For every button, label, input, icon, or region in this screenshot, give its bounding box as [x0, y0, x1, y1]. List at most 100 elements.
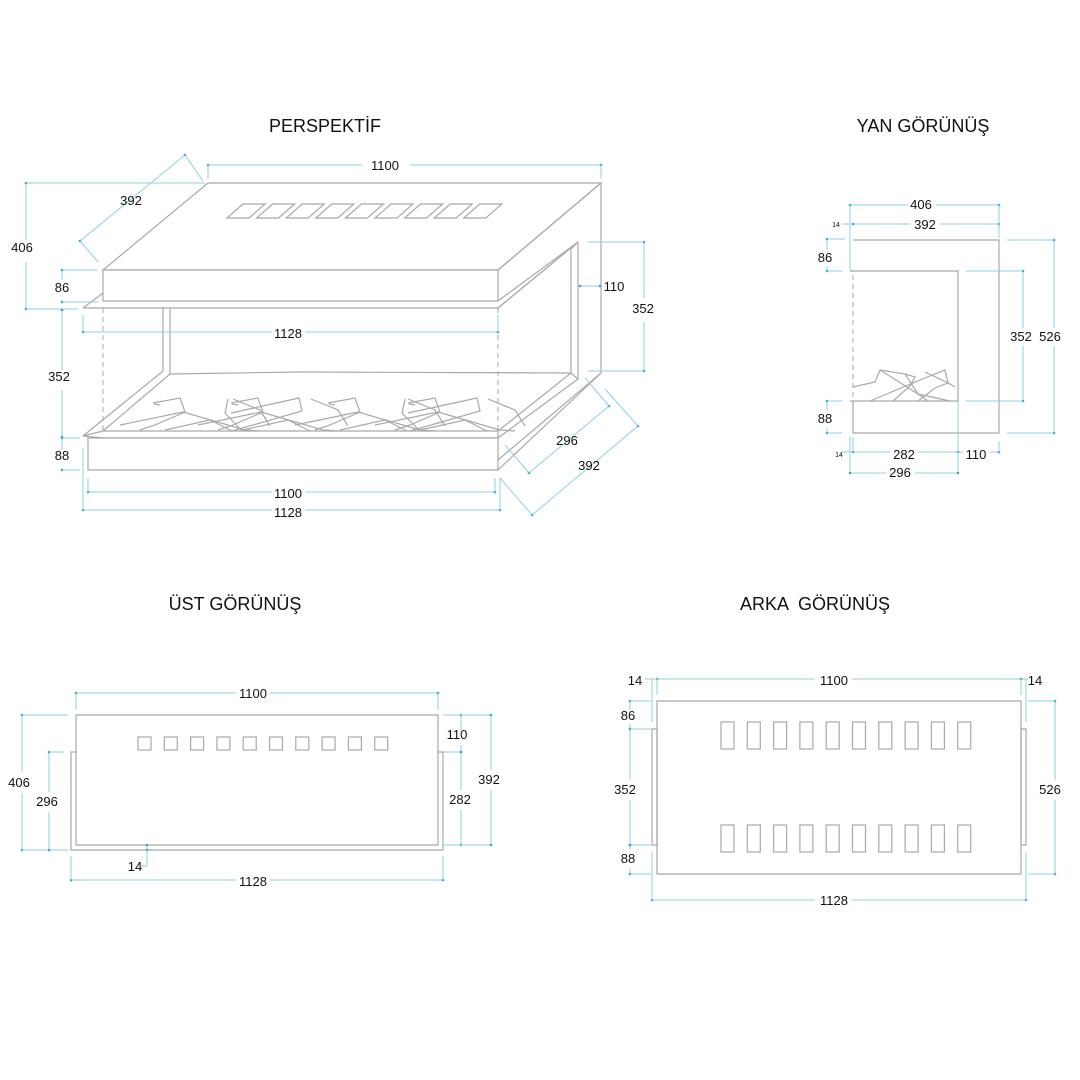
back-vent	[904, 721, 919, 750]
side-inner-opening	[850, 270, 959, 402]
dim-side-overall-depth: 406	[910, 197, 932, 212]
top-vent	[462, 203, 504, 219]
log	[892, 373, 916, 402]
back-view-dimension-lines	[628, 677, 1057, 902]
dim-perspective-opening-width: 1128	[274, 326, 302, 341]
top-vent	[255, 203, 297, 219]
dim-perspective-base-width: 1100	[274, 486, 302, 501]
top-vent	[432, 203, 474, 219]
back-vent	[930, 721, 946, 750]
dim-side-back-inset: 110	[966, 447, 987, 462]
right-frame-corner-top	[570, 241, 579, 250]
back-floor-edge	[169, 371, 572, 375]
dim-back-total-height: 526	[1039, 782, 1061, 797]
top-vent	[347, 736, 362, 751]
top-slab-edge	[497, 182, 602, 271]
dim-perspective-side-inset: 110	[604, 279, 625, 294]
dimension-line	[79, 154, 186, 242]
dim-side-lip-bottom: 14	[835, 452, 843, 459]
top-view: ÜST GÖRÜNÜŞ 1100 406 296 110 282 392 14 …	[8, 594, 500, 889]
dim-perspective-base-depth-inner: 296	[556, 433, 578, 448]
top-vent	[343, 203, 385, 219]
dimension-tick	[956, 471, 960, 475]
perspective-geometry	[82, 182, 603, 471]
top-slab-top-face	[101, 182, 603, 271]
log	[879, 369, 951, 402]
back-vent	[772, 721, 788, 750]
dim-perspective-side-height: 352	[632, 301, 654, 316]
dim-top-lip: 14	[128, 859, 142, 874]
extension-line	[79, 240, 99, 263]
top-vent	[295, 736, 310, 751]
back-view: ARKA GÖRÜNÜŞ 14 1100 14 86 352 88 526 11…	[614, 594, 1061, 908]
dim-back-opening-height: 352	[614, 782, 636, 797]
top-vent	[242, 736, 257, 751]
back-vent	[799, 721, 814, 750]
dim-side-top-slab: 86	[818, 250, 832, 265]
perspective-logs	[119, 397, 526, 432]
dimension-tick	[628, 843, 632, 847]
top-vent	[284, 203, 326, 219]
dim-perspective-base-width-outer: 1128	[274, 505, 302, 520]
back-vent	[720, 721, 735, 750]
log	[487, 398, 526, 427]
top-vent	[163, 736, 178, 751]
log	[408, 403, 416, 406]
dim-side-opening-height: 352	[1010, 329, 1032, 344]
dim-back-lip-left: 14	[628, 673, 642, 688]
dim-back-width: 1100	[820, 673, 848, 688]
dim-back-base-width: 1128	[820, 893, 848, 908]
dim-side-base-height: 88	[818, 411, 832, 426]
dim-back-top-slab: 86	[621, 708, 635, 723]
dimension-line	[531, 425, 639, 516]
dimension-tick	[459, 750, 463, 754]
extension-line	[504, 444, 530, 474]
log	[328, 403, 336, 406]
top-vent	[321, 736, 336, 751]
log	[139, 397, 186, 431]
side-geometry	[850, 239, 1000, 434]
back-vent	[878, 721, 893, 750]
side-view: YAN GÖRÜNÜŞ 406 14 392 86 352 526 88 14 …	[818, 116, 1061, 480]
side-title: YAN GÖRÜNÜŞ	[857, 116, 990, 136]
back-vent	[851, 824, 867, 853]
log	[310, 398, 349, 427]
log	[339, 419, 408, 432]
perspective-title: PERSPEKTİF	[269, 116, 381, 136]
dimension-tick	[60, 308, 64, 312]
back-vent	[825, 721, 840, 750]
top-vent	[373, 203, 415, 219]
dim-perspective-base-depth-outer: 392	[578, 458, 600, 473]
log	[224, 398, 243, 432]
log	[217, 397, 264, 431]
base-front-face	[87, 437, 499, 471]
dim-side-top-depth: 392	[914, 217, 936, 232]
dimension-tick	[848, 471, 852, 475]
log	[230, 397, 303, 432]
dimension-line	[528, 405, 610, 474]
dim-perspective-base-height: 88	[55, 448, 69, 463]
dim-side-base-inner: 282	[893, 447, 915, 462]
floor-front-lip	[82, 430, 499, 439]
top-vent	[216, 736, 231, 751]
log	[153, 403, 161, 406]
dim-top-back-inset: 110	[447, 727, 468, 742]
dim-top-base-depth: 296	[36, 794, 58, 809]
top-vent	[374, 736, 389, 751]
dim-side-total-height: 526	[1039, 329, 1061, 344]
dimension-tick	[145, 843, 149, 847]
top-vent	[268, 736, 284, 751]
back-vent	[825, 824, 840, 853]
dimension-tick	[489, 713, 493, 717]
log	[419, 419, 488, 432]
dim-side-base-outer: 296	[889, 465, 911, 480]
back-vent	[799, 824, 814, 853]
dim-perspective-top-slab: 86	[55, 280, 69, 295]
log	[294, 411, 436, 432]
dim-back-base-height: 88	[621, 851, 635, 866]
back-vent	[878, 824, 893, 853]
side-dimension-lines	[825, 203, 1056, 475]
dim-perspective-total-height: 406	[11, 240, 33, 255]
top-lip-left	[82, 292, 104, 309]
